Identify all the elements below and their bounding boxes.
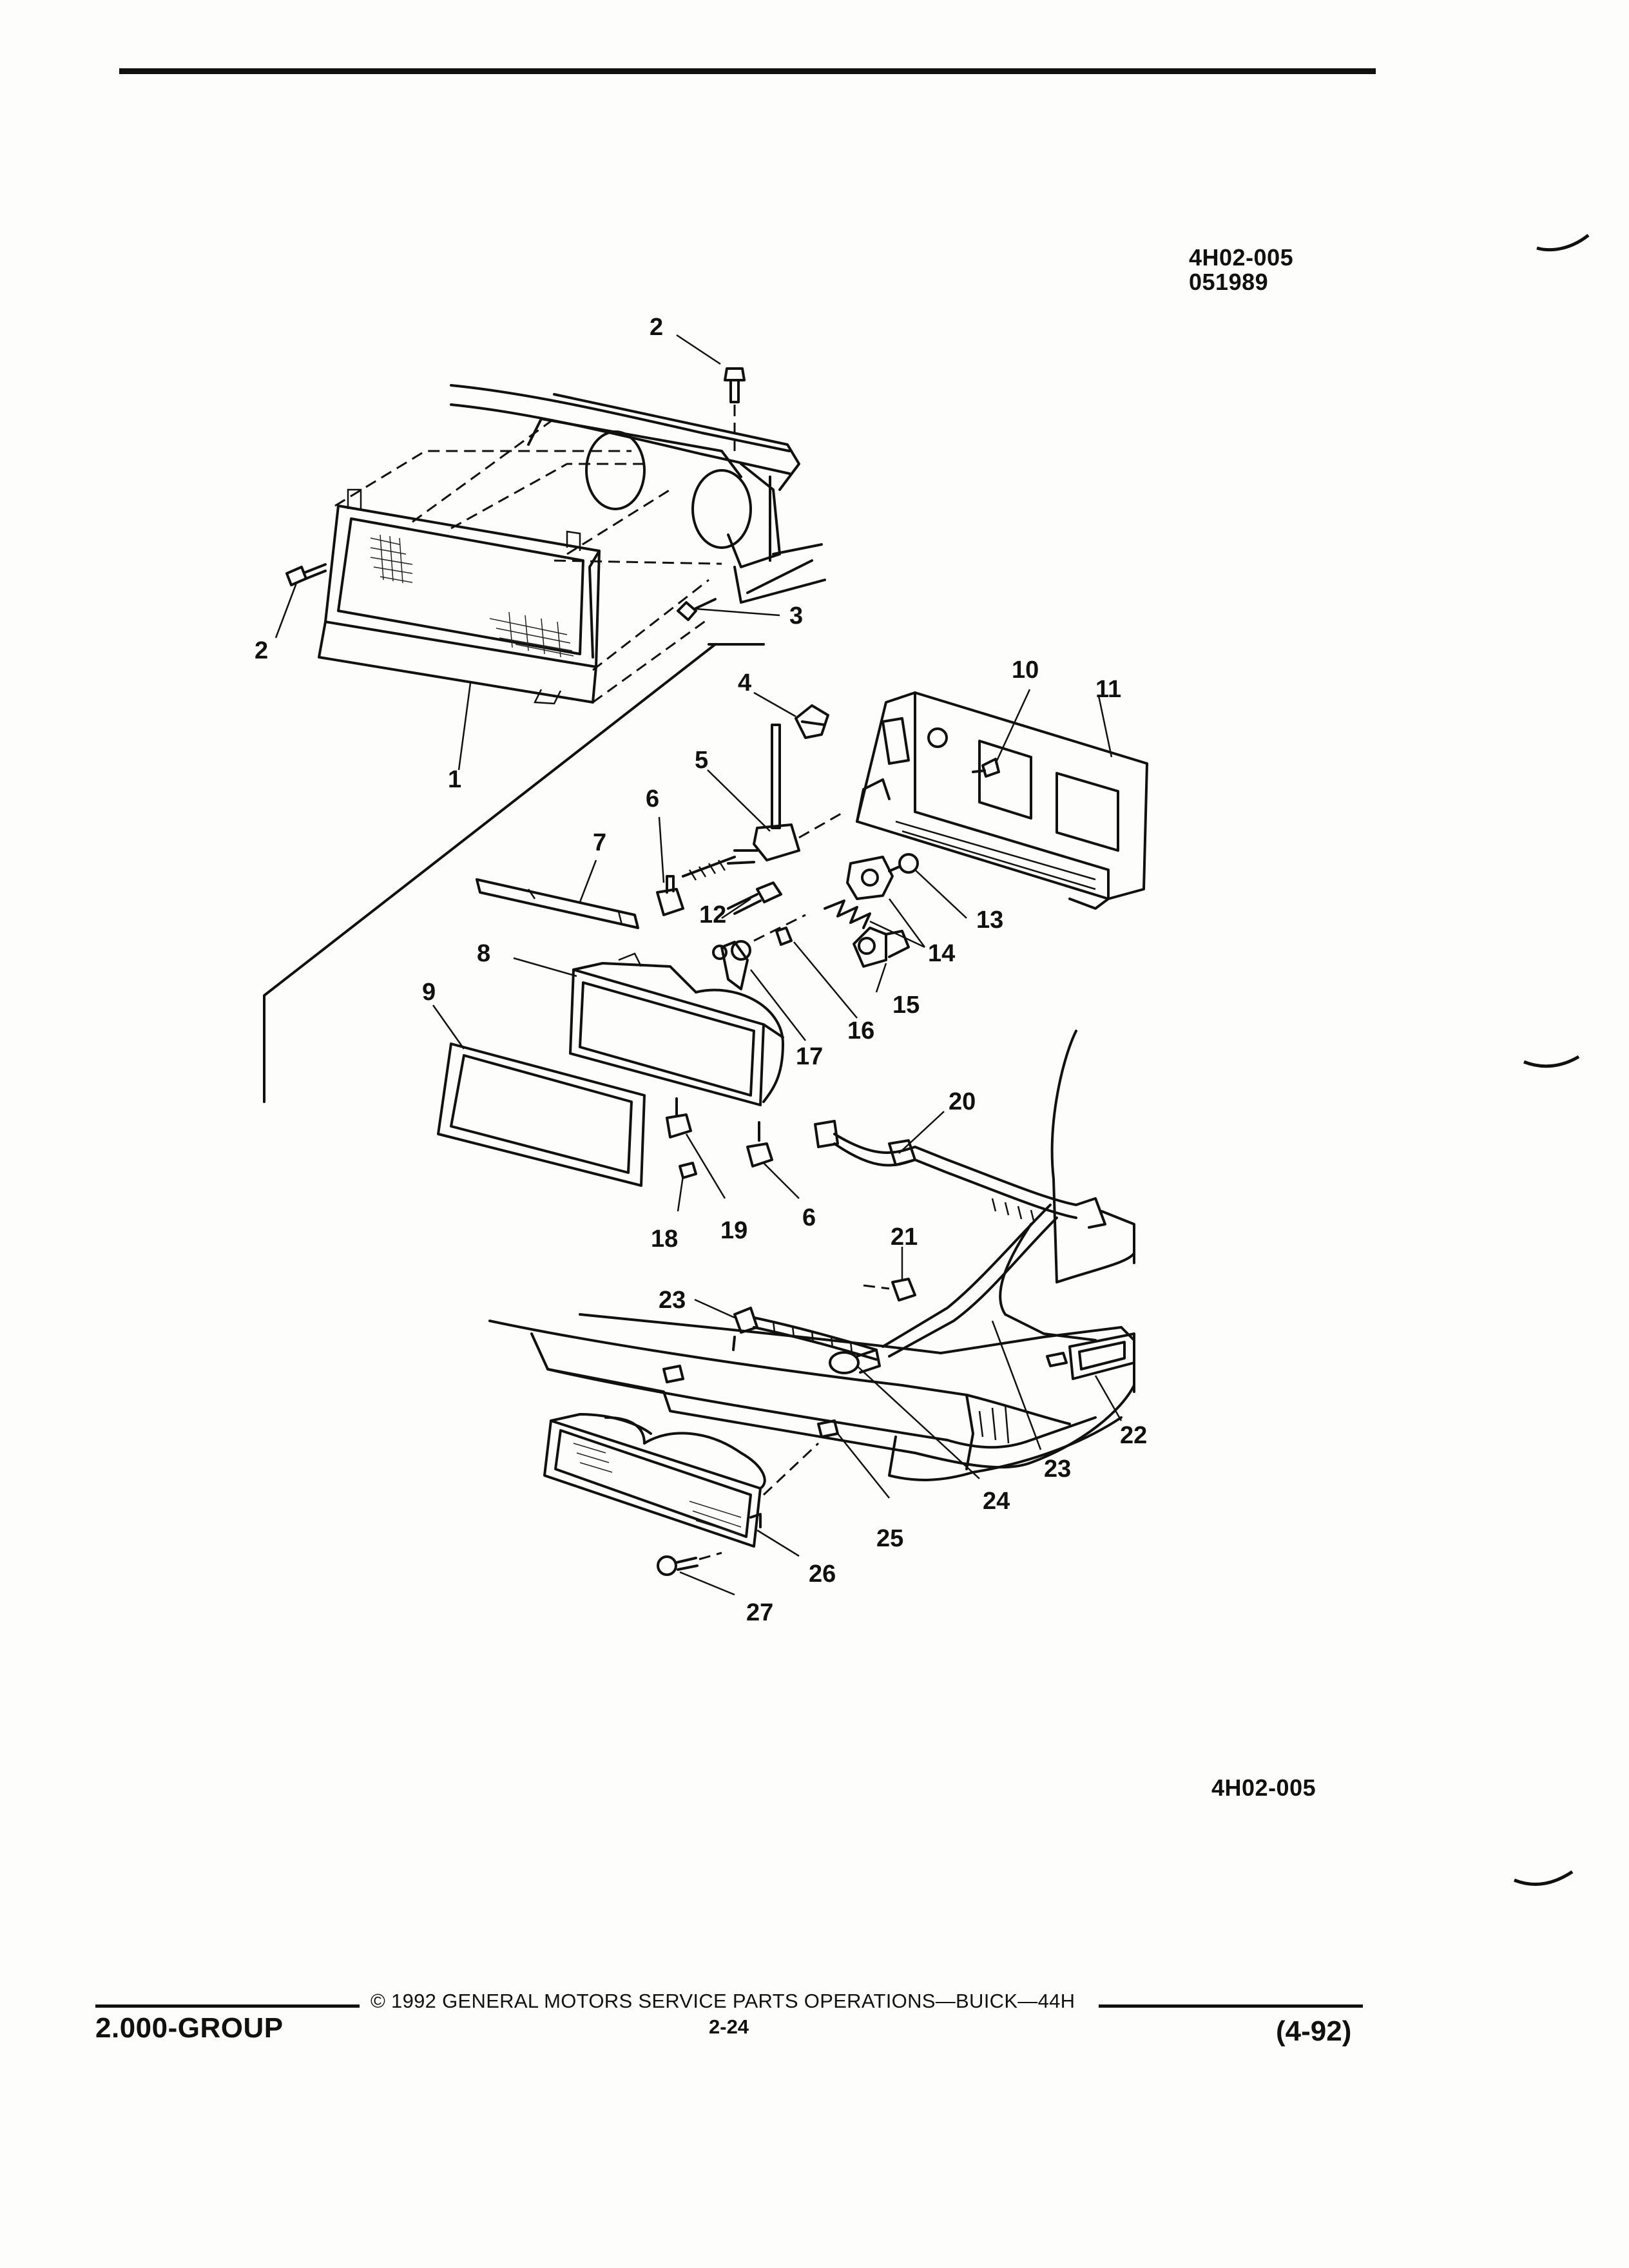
callout-7: 7 xyxy=(593,829,606,856)
retainer-part-4 xyxy=(795,704,829,739)
grommet-part-21 xyxy=(863,1278,916,1302)
footer-copyright: © 1992 GENERAL MOTORS SERVICE PARTS OPER… xyxy=(371,1990,1075,2012)
nut-part-6-lower xyxy=(746,1121,773,1168)
bolt-part-13 xyxy=(888,853,919,874)
binder-mark-bottom xyxy=(1514,1870,1574,1886)
callout-23-left: 23 xyxy=(659,1287,686,1314)
footer-page-number: 2-24 xyxy=(709,2015,749,2038)
bracket-part-7 xyxy=(476,878,639,929)
adjuster-part-5 xyxy=(682,724,845,881)
callout-6-lower: 6 xyxy=(802,1204,816,1231)
callout-4: 4 xyxy=(738,669,751,697)
screw-part-10 xyxy=(972,758,1000,778)
callout-26: 26 xyxy=(809,1561,836,1588)
pivot-part-16 xyxy=(775,927,793,946)
callout-13: 13 xyxy=(976,907,1003,934)
headlamp-housing-part-11 xyxy=(856,691,1148,910)
callout-22: 22 xyxy=(1120,1422,1147,1449)
callout-6-upper: 6 xyxy=(646,785,659,812)
callout-14: 14 xyxy=(928,940,955,967)
callout-27: 27 xyxy=(746,1599,773,1626)
headlamp-unit-part-8 xyxy=(569,952,784,1106)
leader-lines xyxy=(275,334,1123,1596)
screw-part-27 xyxy=(657,1552,722,1576)
callout-15: 15 xyxy=(892,992,920,1019)
bumper-fascia xyxy=(488,1313,1135,1481)
callout-16: 16 xyxy=(847,1017,874,1044)
callout-20: 20 xyxy=(949,1088,976,1115)
callout-10: 10 xyxy=(1012,657,1039,684)
screw-part-2-top xyxy=(724,367,746,451)
vehicle-front-upper xyxy=(450,384,826,604)
callout-11: 11 xyxy=(1095,676,1121,703)
socket-part-23-left xyxy=(732,1307,878,1361)
callout-3: 3 xyxy=(789,602,803,629)
side-marker-part-22 xyxy=(1046,1332,1135,1380)
callout-21: 21 xyxy=(891,1224,918,1251)
callout-8: 8 xyxy=(477,940,490,967)
callout-19: 19 xyxy=(720,1217,747,1244)
socket-part-17 xyxy=(712,914,806,990)
binder-mark-top xyxy=(1536,234,1590,252)
spring-part-14 xyxy=(824,856,894,929)
callout-17: 17 xyxy=(796,1043,823,1070)
nut-part-6-upper xyxy=(656,875,684,916)
callout-9: 9 xyxy=(422,979,436,1006)
lens-hatch-right xyxy=(489,611,574,658)
screw-part-12 xyxy=(727,881,782,915)
footer-rule-left xyxy=(95,2004,360,2008)
binder-mark-middle xyxy=(1523,1055,1580,1068)
callout-24: 24 xyxy=(983,1488,1010,1515)
callout-12: 12 xyxy=(699,901,726,928)
wiring-harness-part-20 xyxy=(814,1030,1135,1358)
lens-hatch-left xyxy=(370,534,413,584)
clip-part-3 xyxy=(677,598,717,621)
bulb-part-15 xyxy=(853,927,910,968)
callout-2-left: 2 xyxy=(255,637,268,664)
callout-18: 18 xyxy=(651,1225,678,1253)
footer-rule-right xyxy=(1099,2004,1363,2008)
footer-group: 2.000-GROUP xyxy=(95,2012,284,2044)
screw-part-2-left xyxy=(285,563,327,586)
callout-23-right: 23 xyxy=(1044,1456,1071,1483)
park-lamp-part-26 xyxy=(543,1413,766,1548)
callout-5: 5 xyxy=(695,747,708,774)
figure-code: 4H02-005 xyxy=(1189,244,1294,271)
bezel-part-9 xyxy=(437,1043,646,1187)
figure-date: 051989 xyxy=(1189,269,1269,295)
callout-1: 1 xyxy=(448,766,461,793)
retainer-part-19 xyxy=(666,1097,692,1139)
header-rule xyxy=(119,68,1376,74)
screw-part-18 xyxy=(679,1162,697,1179)
footer-revision: (4-92) xyxy=(1276,2015,1352,2047)
bottom-figure-code: 4H02-005 xyxy=(1211,1774,1316,1801)
headlamp-lens-upper xyxy=(318,488,601,705)
callout-labels: 2 2 3 1 4 10 11 5 6 7 12 13 14 8 9 15 16… xyxy=(255,314,1147,1626)
callout-25: 25 xyxy=(876,1525,903,1552)
callout-2-top: 2 xyxy=(650,314,663,341)
bulb-part-24 xyxy=(829,1349,881,1374)
park-lamp-hatch xyxy=(573,1443,742,1535)
